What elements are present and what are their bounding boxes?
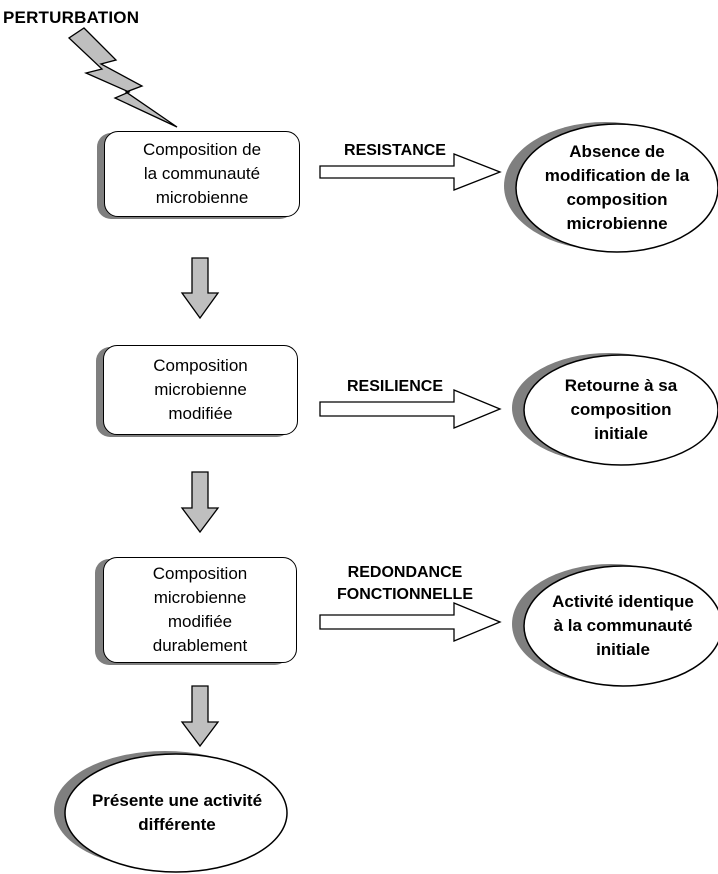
outcome-text-3: Activité identique à la communauté initi… — [537, 580, 709, 672]
transition-1-line-1: RESISTANCE — [344, 142, 446, 159]
stage-1-line-1: Composition de — [142, 140, 262, 159]
transition-3-line-2: FONCTIONNELLE — [337, 586, 473, 603]
outcome-text-2: Retourne à sa composition initiale — [539, 366, 703, 454]
outcome-3-line-1: Activité identique — [552, 592, 694, 611]
outcome-ellipse-2 — [523, 354, 718, 466]
final-outcome-text: Présente une activité différente — [79, 780, 275, 846]
transition-label-2: RESILIENCE — [330, 376, 460, 398]
stage-2-line-2: microbienne — [154, 380, 247, 399]
transition-label-3: REDONDANCE FONCTIONNELLE — [325, 562, 485, 606]
stage-box-1: Composition de la communauté microbienne — [104, 131, 300, 217]
transition-2-line-1: RESILIENCE — [346, 378, 443, 395]
arrow-down-1 — [180, 257, 220, 320]
diagram-title: PERTURBATION — [3, 8, 140, 27]
outcome-ellipse-1 — [515, 123, 718, 253]
outcome-ellipse-3 — [523, 565, 718, 687]
arrow-right-1 — [319, 153, 502, 191]
outcome-3-line-2: à la communauté — [553, 616, 693, 635]
arrow-down-2 — [180, 471, 220, 534]
stage-3-line-3: modifiée — [167, 612, 233, 631]
arrow-right-3 — [319, 602, 502, 642]
outcome-3-line-3: initiale — [596, 640, 650, 659]
stage-3-line-2: microbienne — [153, 588, 247, 607]
stage-1-line-2: la communauté — [143, 164, 261, 183]
outcome-2-line-3: initiale — [594, 424, 648, 443]
final-outcome-ellipse — [64, 753, 288, 873]
stage-1-line-3: microbienne — [155, 188, 249, 207]
arrow-down-3 — [180, 685, 220, 748]
outcome-1-line-3: composition — [566, 190, 668, 209]
stage-2-line-1: Composition — [153, 356, 248, 375]
outcome-1-line-4: microbienne — [566, 214, 668, 233]
transition-label-1: RESISTANCE — [330, 140, 460, 162]
outcome-1-line-2: modification de la — [544, 166, 690, 185]
lightning-bolt-icon — [67, 27, 178, 128]
outcome-1-line-1: Absence de — [569, 142, 665, 161]
arrow-right-2 — [319, 389, 502, 429]
transition-3-line-1: REDONDANCE — [347, 564, 463, 581]
stage-3-line-1: Composition — [152, 564, 248, 583]
stage-2-line-3: modifiée — [168, 404, 233, 423]
outcome-2-line-1: Retourne à sa — [564, 376, 678, 395]
outcome-2-line-2: composition — [570, 400, 672, 419]
stage-box-2: Composition microbienne modifiée — [103, 345, 298, 435]
outcome-text-1: Absence de modification de la compositio… — [531, 134, 703, 242]
final-outcome-line-1: Présente une activité — [91, 791, 263, 810]
stage-box-3: Composition microbienne modifiée durable… — [103, 557, 297, 663]
stage-3-line-4: durablement — [152, 636, 248, 655]
final-outcome-line-2: différente — [138, 815, 216, 834]
